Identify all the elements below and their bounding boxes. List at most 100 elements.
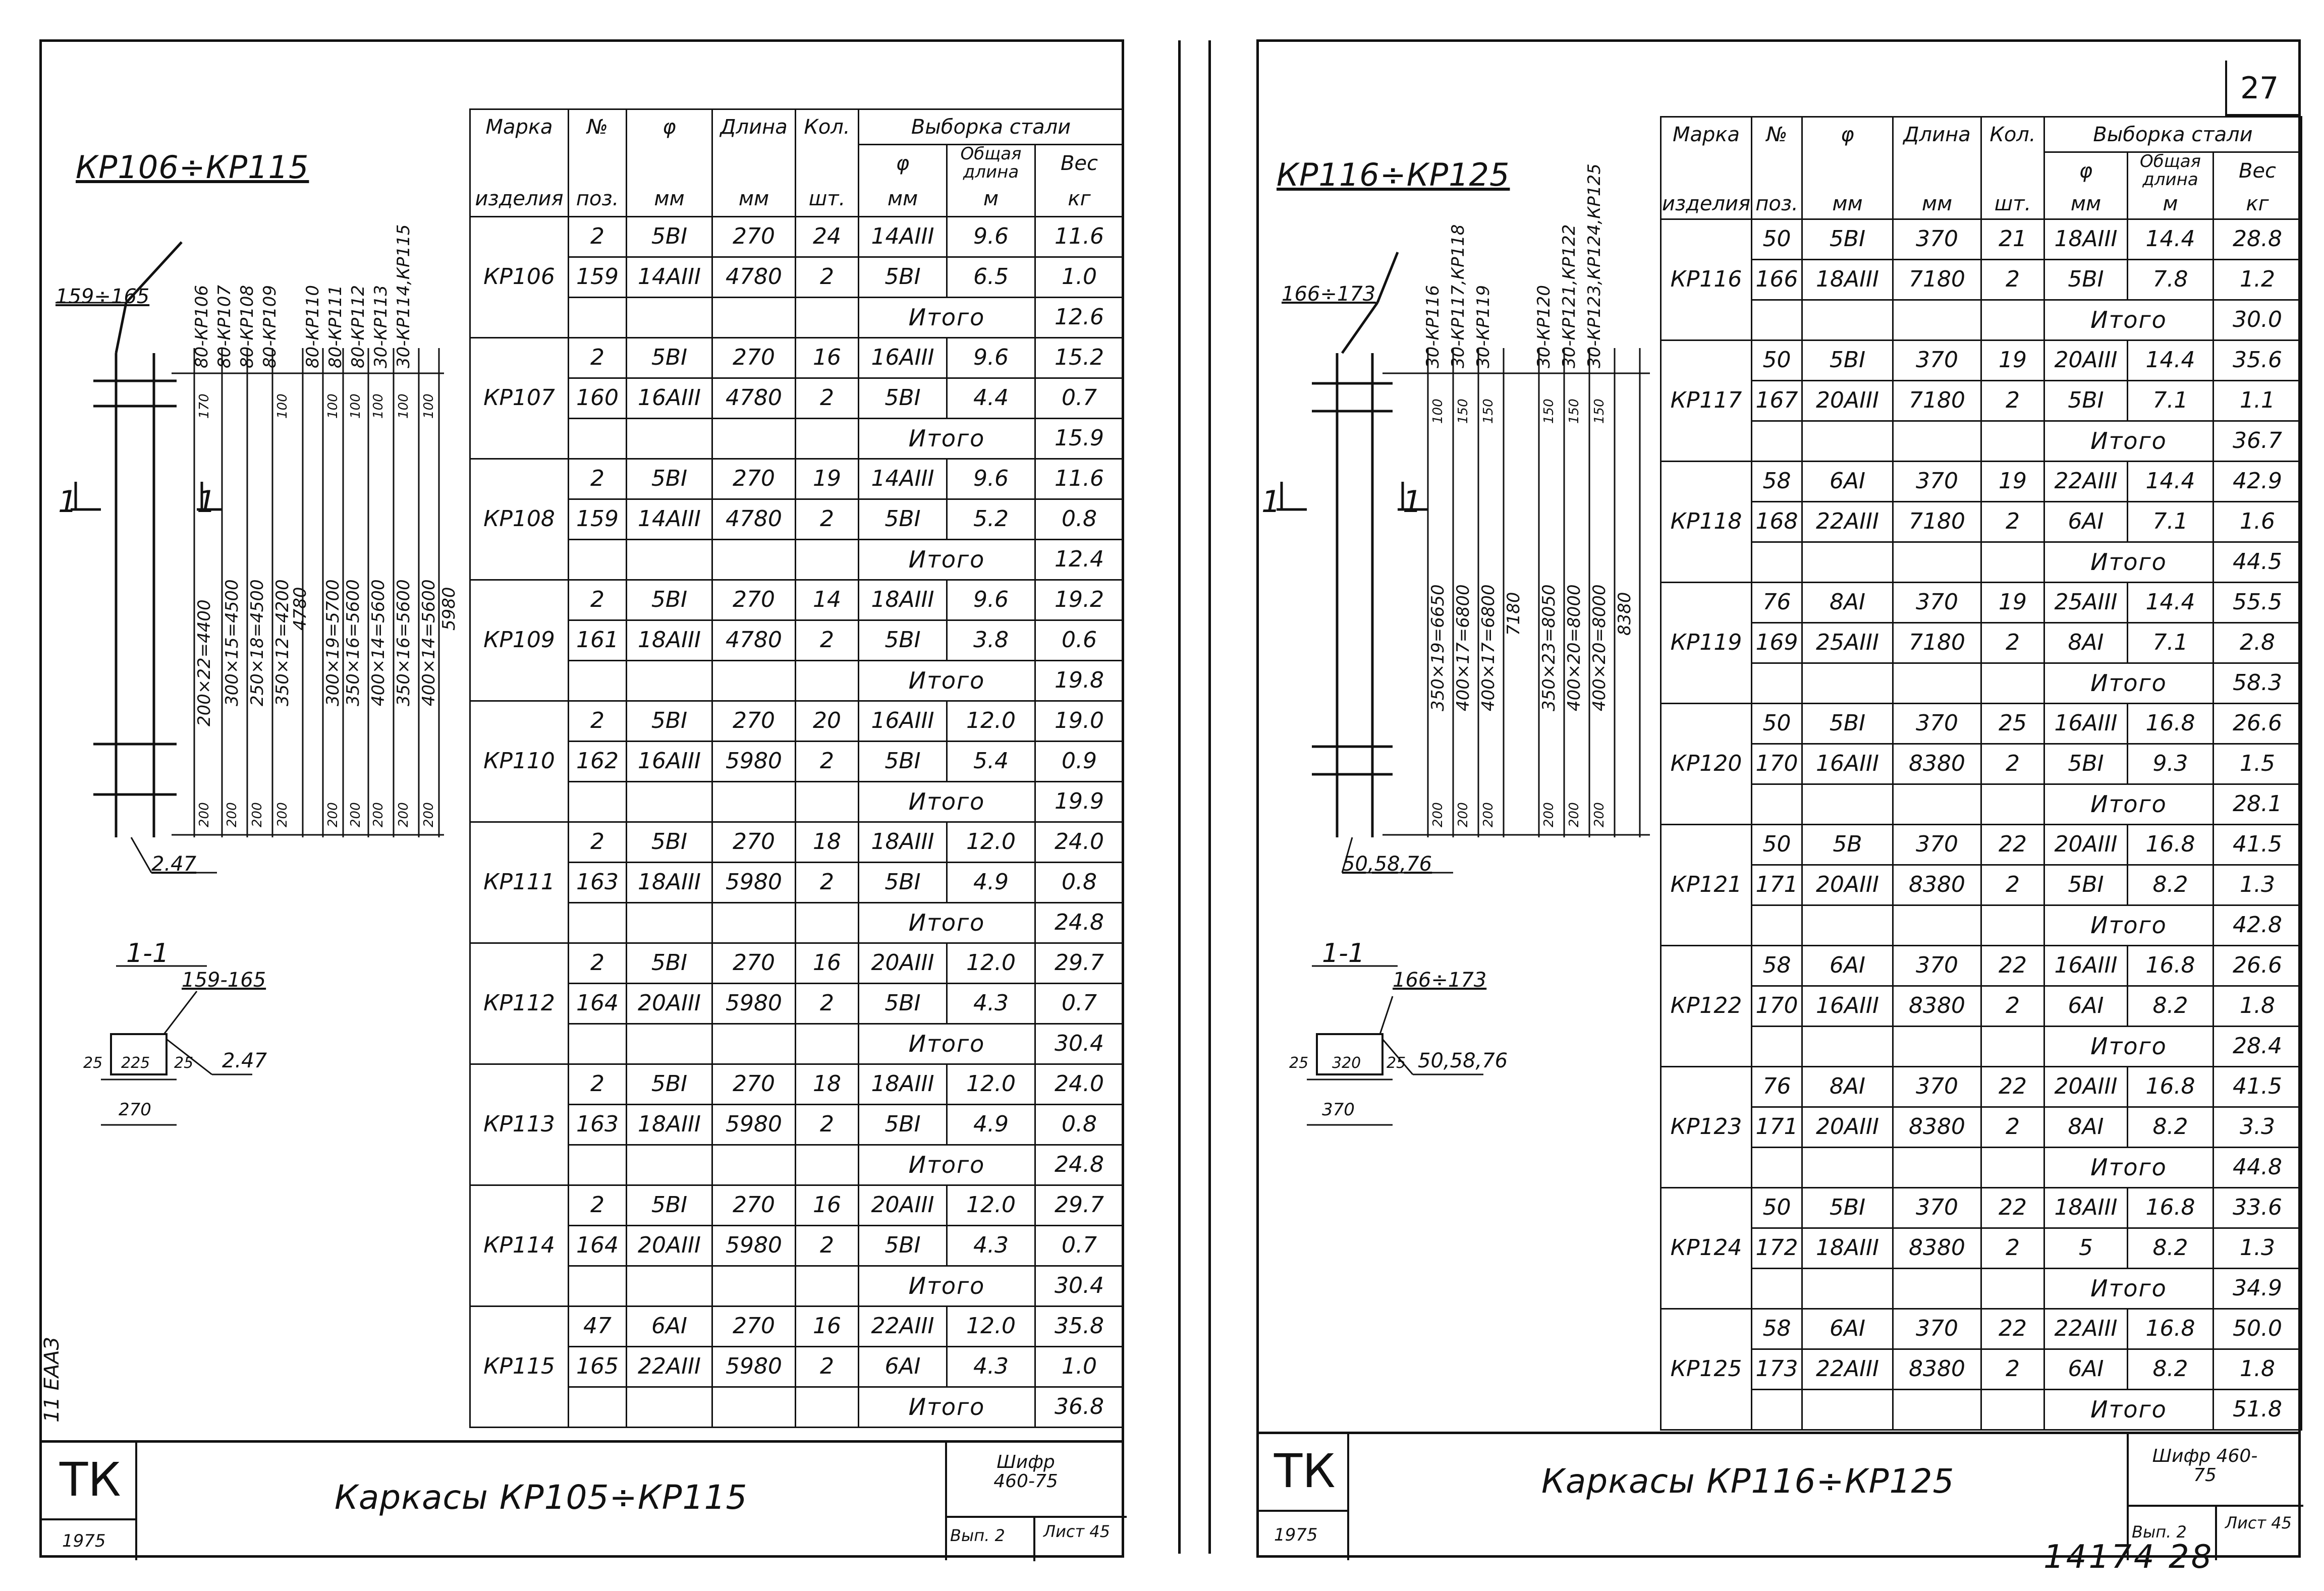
- table-cell: 5980: [711, 1224, 796, 1267]
- table-cell-empty: [711, 659, 796, 702]
- table-cell: 163: [568, 1103, 627, 1146]
- left-cage-drawing: [56, 241, 444, 1126]
- table-cell-empty: [568, 538, 627, 581]
- table-cell: 1.8: [2212, 985, 2302, 1027]
- table-cell: 5ВI: [858, 1224, 948, 1267]
- table-cell: 4780: [711, 498, 796, 540]
- table-cell-empty: [568, 417, 627, 460]
- table-cell-empty: [1892, 904, 1982, 946]
- table-cell-empty: [711, 1144, 796, 1186]
- table-cell: 18: [795, 821, 859, 863]
- table-cell: 7.1: [2127, 500, 2214, 543]
- right-bottom-dim-1: 200: [1430, 802, 1446, 827]
- table-cell: 18: [795, 1063, 859, 1105]
- table-cell: 2: [1980, 1227, 2045, 1269]
- table-cell-empty: [626, 296, 713, 338]
- table-cell: 8АI: [2043, 621, 2128, 664]
- table-cell: 2.8: [2212, 621, 2302, 664]
- table-cell: 7180: [1892, 379, 1982, 422]
- table-cell: 8380: [1892, 1106, 1982, 1148]
- total-label: Итого: [2043, 299, 2214, 341]
- left-stamp-year: 1975: [62, 1531, 106, 1551]
- left-h-sdia: φ: [858, 144, 948, 182]
- table-cell: 0.9: [1034, 740, 1124, 782]
- table-cell: 14: [795, 579, 859, 621]
- table-cell: 58: [1751, 944, 1803, 987]
- item-mark: КР112: [469, 942, 569, 1065]
- right-vertical-label-1: 30-КР116: [1423, 285, 1443, 368]
- table-cell: 370: [1892, 1065, 1982, 1108]
- table-cell-empty: [711, 1265, 796, 1307]
- table-cell: 8.2: [2127, 1348, 2214, 1390]
- table-cell: 16.8: [2127, 702, 2214, 745]
- table-cell: 22: [1980, 1186, 2045, 1229]
- table-cell: 35.8: [1034, 1305, 1124, 1347]
- right-top-dim-2: 150: [1456, 399, 1471, 424]
- table-cell: 76: [1751, 581, 1803, 623]
- table-cell: 270: [711, 1184, 796, 1226]
- left-h-mark2: изделия: [469, 181, 569, 217]
- total-label: Итого: [858, 1386, 1036, 1428]
- total-label: Итого: [858, 659, 1036, 702]
- total-label: Итого: [2043, 420, 2214, 462]
- table-cell: 5ВI: [626, 458, 713, 500]
- table-cell: 22АIII: [2043, 1308, 2128, 1350]
- table-cell-empty: [795, 659, 859, 702]
- table-cell: 1.8: [2212, 1348, 2302, 1390]
- table-cell: 22АIII: [858, 1305, 948, 1347]
- left-h-qty: Кол.: [795, 108, 859, 145]
- table-cell: 2: [1980, 379, 2045, 422]
- table-cell-empty: [1980, 1267, 2045, 1310]
- table-cell: 161: [568, 619, 627, 661]
- table-cell: 50: [1751, 218, 1803, 260]
- right-vertical-label-4: 30-КР120: [1534, 285, 1554, 368]
- table-cell: 16.8: [2127, 1186, 2214, 1229]
- right-spacing-4: 7180: [1504, 592, 1524, 636]
- table-cell: 15.2: [1034, 336, 1124, 379]
- table-cell: 6АI: [1801, 460, 1894, 502]
- table-cell: 12.0: [946, 1305, 1036, 1347]
- table-cell-empty: [1751, 1267, 1803, 1310]
- table-cell: 5ВI: [2043, 258, 2128, 301]
- table-cell: 2: [795, 861, 859, 903]
- right-h-qty: Кол.: [1980, 116, 2045, 152]
- table-cell: 5В: [1801, 823, 1894, 866]
- table-cell: 4.3: [946, 1224, 1036, 1267]
- total-value: 30.4: [1034, 1265, 1124, 1307]
- left-h-tot: Общая длина: [946, 144, 1036, 182]
- table-cell: 370: [1892, 339, 1982, 381]
- left-h-dia: φ: [626, 108, 713, 145]
- table-cell: 6АI: [2043, 500, 2128, 543]
- item-mark: КР124: [1660, 1186, 1752, 1310]
- table-cell: 7180: [1892, 621, 1982, 664]
- table-cell: 5ВI: [858, 377, 948, 419]
- table-cell: 20: [795, 700, 859, 742]
- table-cell: 47: [568, 1305, 627, 1347]
- table-cell: 8.2: [2127, 1227, 2214, 1269]
- table-cell: 5: [2043, 1227, 2128, 1269]
- table-cell: 18АIII: [858, 1063, 948, 1105]
- table-cell: 2: [1980, 1106, 2045, 1148]
- table-cell: 5.4: [946, 740, 1036, 782]
- table-cell-empty: [1801, 541, 1894, 583]
- table-cell: 55.5: [2212, 581, 2302, 623]
- right-h-no2: поз.: [1751, 189, 1803, 220]
- right-h-len2: мм: [1892, 189, 1982, 220]
- table-cell: 2: [568, 1063, 627, 1105]
- table-cell: 170: [1751, 743, 1803, 785]
- table-cell: 1.0: [1034, 1345, 1124, 1388]
- table-cell: 8380: [1892, 1227, 1982, 1269]
- right-h-sel: Выборка стали: [2043, 116, 2302, 153]
